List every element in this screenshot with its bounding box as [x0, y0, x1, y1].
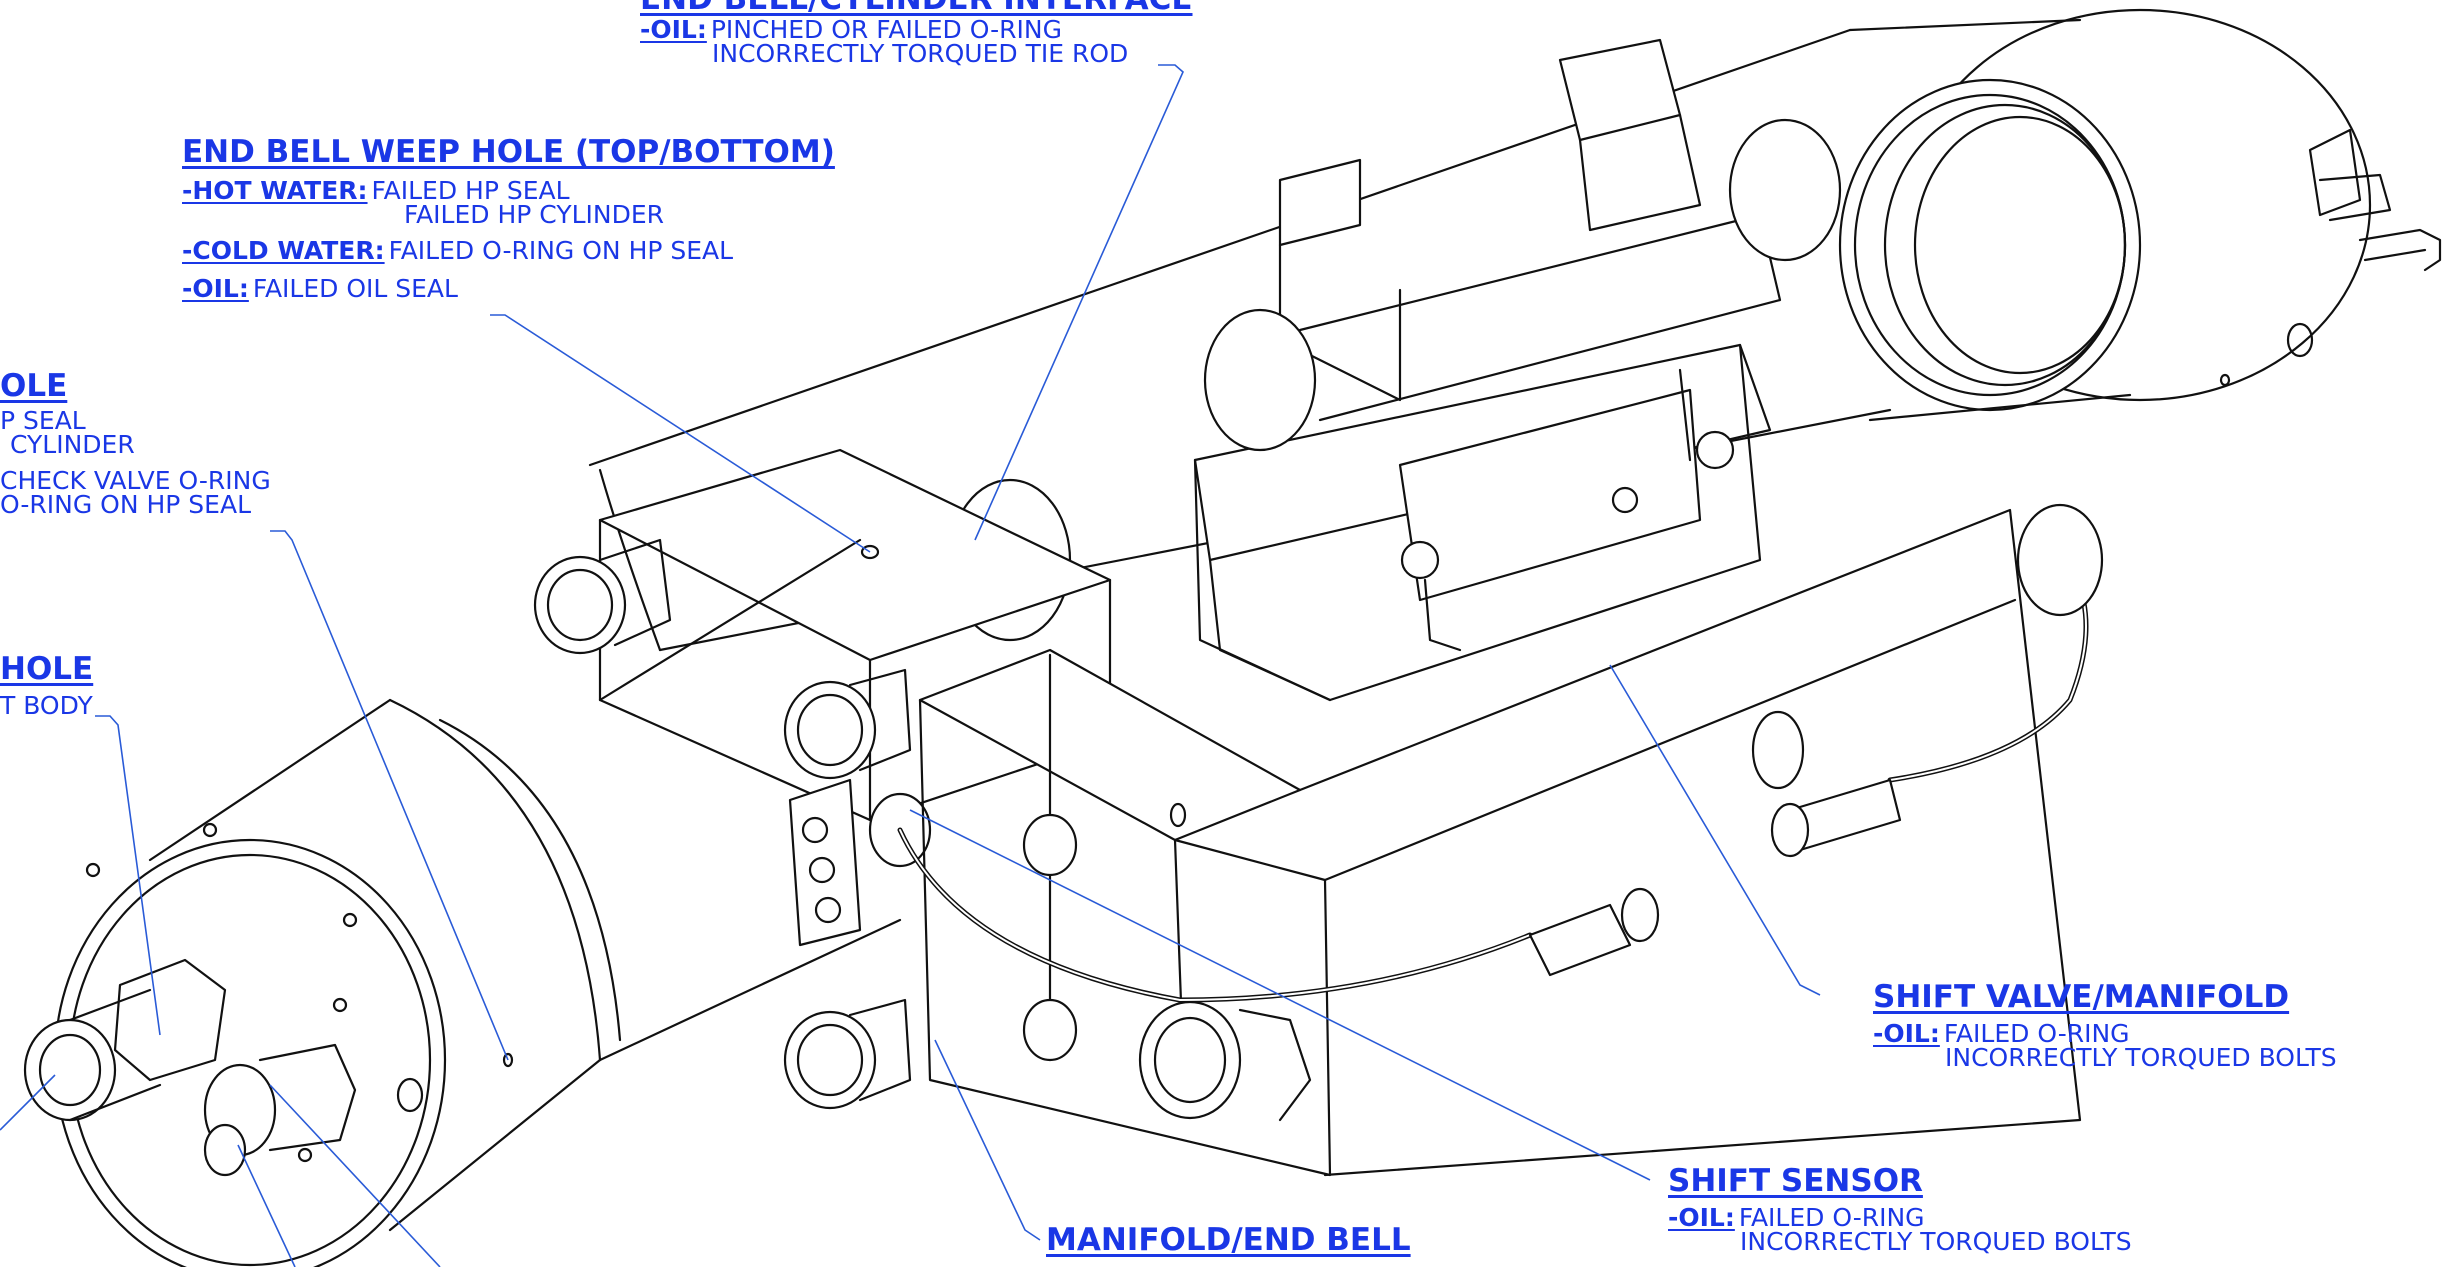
leader-shift-sensor: [909, 809, 1651, 1181]
cause-text: CYLINDER: [10, 430, 135, 459]
leader-bottom-2: [269, 1084, 441, 1267]
cause-text: T BODY: [0, 691, 93, 720]
cause-text: FAILED HP CYLINDER: [404, 200, 665, 229]
callout-title: HOLE: [0, 651, 94, 687]
leader-end-bell-cylinder: [974, 64, 1184, 541]
cause-text: INCORRECTLY TORQUED BOLTS: [1945, 1043, 2337, 1072]
sensor-port-block: [788, 778, 932, 947]
oil-line: -OIL:FAILED O-RING: [1873, 1019, 2337, 1048]
leader-lines: [0, 64, 1821, 1267]
cause-text: INCORRECTLY TORQUED BOLTS: [1740, 1227, 2132, 1256]
left-fittings: [23, 958, 357, 1177]
callout-left-upper: OLE P SEAL CYLINDER CHECK VALVE O-RING O…: [0, 367, 271, 517]
leader-left-lower: [95, 715, 161, 1036]
right-end-bell: [1838, 8, 2442, 422]
shift-valve: [1193, 38, 1842, 702]
leader-manifold-end-bell: [934, 1039, 1041, 1241]
cause-text: FAILED O-RING: [1738, 1203, 1925, 1232]
oil-cause-line: -OIL:PINCHED OR FAILED O-RING: [640, 15, 1193, 44]
leader-shift-valve: [1609, 664, 1821, 996]
hex-fittings: [533, 538, 912, 1110]
callout-left-lower: HOLE T BODY: [0, 650, 93, 718]
oil-line: -OIL:FAILED OIL SEAL: [182, 274, 835, 303]
callout-end-bell-weep-hole: END BELL WEEP HOLE (TOP/BOTTOM) -HOT WAT…: [182, 133, 835, 301]
leader-bottom-1: [237, 1144, 296, 1267]
callout-title: SHIFT VALVE/MANIFOLD: [1873, 979, 2290, 1015]
cold-water-line: -COLD WATER:FAILED O-RING ON HP SEAL: [182, 236, 835, 265]
callout-title: MANIFOLD/END BELL: [1046, 1222, 1411, 1258]
cause-text: P SEAL: [0, 406, 86, 435]
callout-title: OLE: [0, 368, 68, 404]
cause-text: PINCHED OR FAILED O-RING: [710, 15, 1062, 44]
oil-key: -OIL:: [1873, 1019, 1940, 1048]
callout-shift-sensor: SHIFT SENSOR -OIL:FAILED O-RING INCORREC…: [1668, 1162, 2132, 1254]
oil-key: -OIL:: [1668, 1203, 1735, 1232]
cause-text: O-RING ON HP SEAL: [0, 490, 252, 519]
callout-shift-valve-manifold: SHIFT VALVE/MANIFOLD -OIL:FAILED O-RING …: [1873, 978, 2337, 1070]
cause-text: INCORRECTLY TORQUED TIE ROD: [712, 39, 1129, 68]
manifold-block: [918, 508, 2082, 1177]
left-end-bell: [53, 538, 902, 1267]
callout-end-bell-cylinder: END BELL/CYLINDER INTERFACE -OIL:PINCHED…: [640, 0, 1193, 66]
leader-left-upper: [270, 530, 509, 1061]
oil-line: -OIL:FAILED O-RING: [1668, 1203, 2132, 1232]
leader-left-edge: [0, 1074, 56, 1131]
oil-key: -OIL:: [182, 274, 249, 303]
hot-water-line: -HOT WATER:FAILED HP SEAL: [182, 176, 835, 205]
leader-end-bell-weep: [490, 314, 871, 553]
cause-text: FAILED OIL SEAL: [252, 274, 458, 303]
cause-text: FAILED O-RING: [1943, 1019, 2130, 1048]
sensor-cable-left: [897, 827, 1660, 1003]
callout-title: SHIFT SENSOR: [1668, 1163, 1923, 1199]
callout-title: END BELL/CYLINDER INTERFACE: [640, 0, 1193, 18]
hot-water-key: -HOT WATER:: [182, 176, 368, 205]
cause-text: CHECK VALVE O-RING: [0, 466, 271, 495]
sensor-cable-right: [1770, 503, 2104, 858]
callout-manifold-end-bell: MANIFOLD/END BELL: [1046, 1221, 1411, 1259]
cause-text: FAILED HP SEAL: [371, 176, 570, 205]
cause-text: FAILED O-RING ON HP SEAL: [388, 236, 734, 265]
callout-title: END BELL WEEP HOLE (TOP/BOTTOM): [182, 134, 835, 170]
oil-key: -OIL:: [640, 15, 707, 44]
cold-water-key: -COLD WATER:: [182, 236, 385, 265]
